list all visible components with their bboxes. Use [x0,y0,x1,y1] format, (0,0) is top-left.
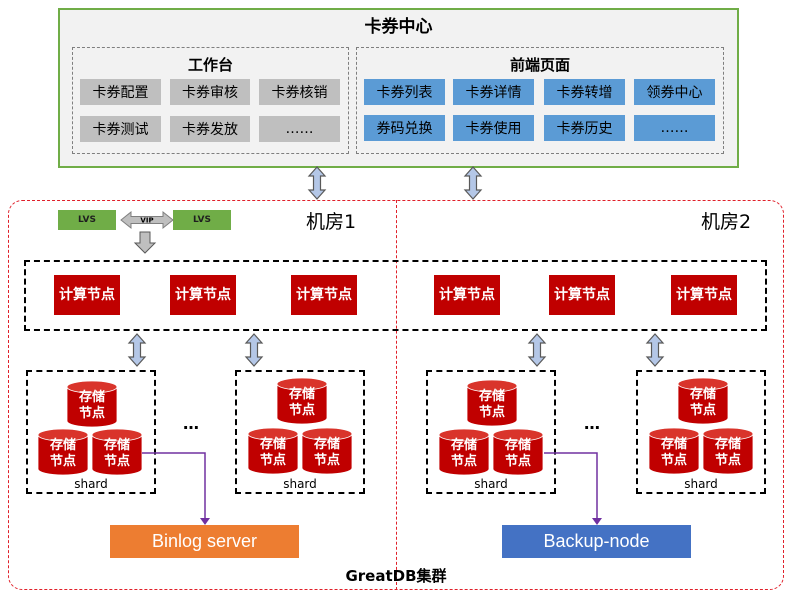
frontend-item: 领券中心 [634,79,715,105]
double-arrow-icon [464,166,482,200]
storage-node: 存储节点 [259,437,286,468]
compute-node: 计算节点 [54,275,120,315]
storage-node: 存储节点 [714,437,741,468]
shard-group [26,370,156,494]
frontend-group [356,47,724,154]
shard-label: shard [684,477,718,491]
storage-node: 存储节点 [288,387,315,418]
frontend-item: 卡券历史 [544,115,625,141]
frontend-item: 卡券转增 [544,79,625,105]
binlog-connector [142,452,206,520]
backup-node: Backup-node [502,525,691,558]
workbench-item: 卡券发放 [170,116,250,142]
storage-node: 存储节点 [660,437,687,468]
shard-group [235,370,365,494]
room2-label: 机房2 [701,211,752,233]
workbench-item: …… [259,116,340,142]
frontend-item: 卡券详情 [453,79,534,105]
frontend-title: 前端页面 [509,56,570,74]
compute-node: 计算节点 [170,275,236,315]
workbench-item: 卡券核销 [259,79,340,105]
room-divider [396,200,397,590]
storage-node: 存储节点 [689,387,716,418]
storage-node: 存储节点 [78,390,105,421]
workbench-item: 卡券测试 [80,116,161,142]
compute-node: 计算节点 [671,275,737,315]
binlog-server: Binlog server [110,525,299,558]
shard-group [426,370,556,494]
backup-connector [544,452,598,520]
compute-layer [24,260,767,331]
card-center-title: 卡券中心 [364,17,433,37]
shard-group [636,370,766,494]
frontend-item: 卡券使用 [453,115,534,141]
cluster-name: GreatDB集群 [345,567,447,585]
double-arrow-icon [308,166,326,200]
shard-label: shard [283,477,317,491]
compute-node: 计算节点 [434,275,500,315]
room1-label: 机房1 [306,211,357,233]
down-arrow-icon [133,231,157,254]
shard-label: shard [74,477,108,491]
lvs-right: LVS [173,210,231,230]
storage-node: 存储节点 [313,437,340,468]
double-arrow-icon [245,333,263,367]
workbench-item: 卡券配置 [80,79,161,105]
more-shards-ellipsis: … [183,414,200,433]
compute-node: 计算节点 [549,275,615,315]
workbench-item: 卡券审核 [170,79,250,105]
double-arrow-icon [646,333,664,367]
more-shards-ellipsis: … [584,414,601,433]
workbench-group [72,47,349,154]
double-arrow-icon [128,333,146,367]
workbench-title: 工作台 [187,56,233,74]
storage-node: 存储节点 [504,438,531,469]
storage-node: 存储节点 [478,389,505,420]
lvs-left: LVS [58,210,116,230]
vip-arrow-icon [120,210,174,230]
frontend-item: …… [634,115,715,141]
storage-node: 存储节点 [103,438,130,469]
shard-label: shard [474,477,508,491]
compute-node: 计算节点 [291,275,357,315]
vip-label: VIP [140,217,153,225]
storage-node: 存储节点 [49,438,76,469]
double-arrow-icon [528,333,546,367]
storage-node: 存储节点 [450,438,477,469]
frontend-item: 券码兑换 [364,115,445,141]
arrowhead-icon [592,518,602,525]
frontend-item: 卡券列表 [364,79,445,105]
arrowhead-icon [200,518,210,525]
